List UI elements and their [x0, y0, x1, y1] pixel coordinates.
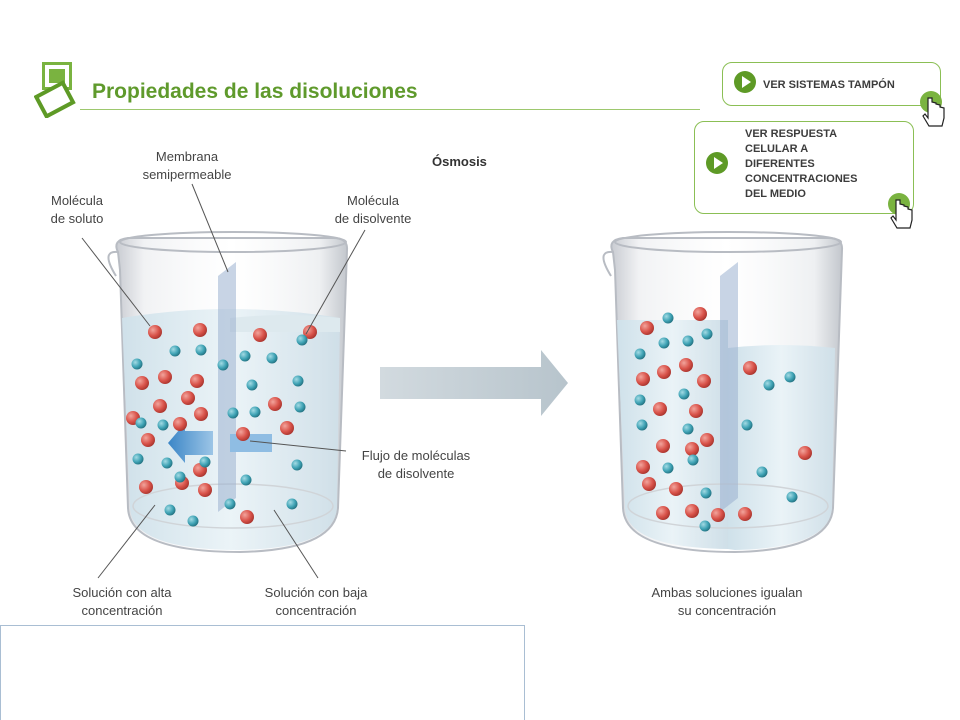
beaker-before: [107, 231, 349, 554]
respuesta-line: DEL MEDIO: [745, 188, 806, 200]
respuesta-line: CELULAR A: [745, 143, 809, 155]
high-concentration-label: Solución con alta concentración: [50, 584, 194, 620]
notes-panel: [0, 625, 525, 720]
high-label-line: Solución con alta: [72, 585, 172, 600]
leader-lines: [81, 183, 366, 579]
solvent-label-line: de disolvente: [334, 211, 412, 226]
membrane-label-line: Membrana: [155, 149, 219, 164]
membrane-label-line: semipermeable: [142, 167, 232, 182]
molecules-before: [126, 323, 317, 527]
equal-concentration-label: Ambas soluciones igualan su concentració…: [624, 584, 830, 620]
hand-cursor-icon: [888, 193, 913, 229]
diagram-heading: Ósmosis: [432, 154, 487, 169]
low-label-line: concentración: [275, 603, 357, 618]
ver-sistemas-tampon-label: VER SISTEMAS TAMPÓN: [763, 79, 895, 91]
ver-respuesta-celular-label: VER RESPUESTA CELULAR A DIFERENTES CONCE…: [745, 127, 857, 202]
title-divider: [80, 109, 700, 110]
molecules-after: [634, 307, 812, 532]
equal-label-line: su concentración: [677, 603, 777, 618]
low-concentration-label: Solución con baja concentración: [241, 584, 391, 620]
page-title: Propiedades de las disoluciones: [92, 80, 418, 103]
solute-label-line: de soluto: [50, 211, 104, 226]
flow-label: Flujo de moléculas de disolvente: [344, 447, 488, 483]
membrane-label: Membrana semipermeable: [125, 148, 249, 184]
hand-cursor-icon: [920, 91, 945, 127]
ver-sistemas-tampon-button[interactable]: VER SISTEMAS TAMPÓN: [722, 62, 941, 106]
flow-label-line: Flujo de moléculas: [361, 448, 471, 463]
respuesta-line: DIFERENTES: [745, 158, 815, 170]
low-label-line: Solución con baja: [264, 585, 368, 600]
logo-icon: [34, 62, 76, 118]
play-icon: [734, 71, 756, 93]
high-label-line: concentración: [81, 603, 163, 618]
solute-label-line: Molécula: [50, 193, 104, 208]
respuesta-line: VER RESPUESTA: [745, 128, 838, 140]
solute-label: Molécula de soluto: [30, 192, 124, 228]
equal-label-line: Ambas soluciones igualan: [651, 585, 803, 600]
flow-label-line: de disolvente: [377, 466, 455, 481]
solvent-label: Molécula de disolvente: [318, 192, 428, 228]
respuesta-line: CONCENTRACIONES: [745, 173, 858, 185]
ver-respuesta-celular-button[interactable]: VER RESPUESTA CELULAR A DIFERENTES CONCE…: [694, 121, 914, 214]
arrow-right-icon: [380, 350, 568, 416]
beaker-after: [602, 231, 844, 554]
solvent-label-line: Molécula: [346, 193, 400, 208]
play-icon: [706, 152, 728, 174]
